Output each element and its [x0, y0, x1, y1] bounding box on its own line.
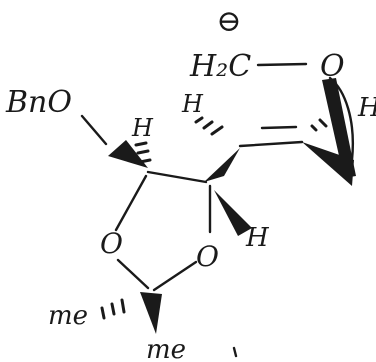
negative-charge-label: ⊖ [216, 4, 241, 39]
carbonyl-oxygen-label: O [320, 49, 345, 84]
ring-oxygen-left-label: O [100, 227, 123, 260]
oxygen-arc [328, 76, 354, 162]
middle-carbon-wedge [204, 148, 240, 182]
alkene-second-bond [260, 125, 298, 130]
right-hash-bond [310, 118, 328, 132]
oxygen-alkene-wedge [322, 78, 356, 178]
acetal-wedge [140, 292, 162, 334]
right-vinyl-wedge [302, 142, 354, 186]
h2c-label: H₂C [189, 49, 251, 84]
right-oxygen-acetal-bond [152, 260, 198, 292]
middle-hydrogen-label: H [181, 90, 204, 118]
left-hydrogen-label: H [131, 114, 154, 142]
methyl-bottom-label: me [146, 335, 186, 362]
left-hash-bond [134, 141, 152, 164]
vinyl-hydrogen-label: H [357, 93, 376, 123]
left-oxygen-acetal-bond [116, 258, 150, 290]
c1-c2-bond [146, 170, 208, 184]
methyl-left-label: me [48, 301, 88, 331]
ch2-oxygen-bond [256, 62, 308, 67]
bno-label: BnO [5, 85, 72, 120]
ring-oxygen-right-label: O [196, 240, 219, 273]
stray-mark [232, 346, 238, 358]
acetal-hash-bond [100, 298, 126, 320]
c1-oxygen-bond [114, 174, 148, 232]
left-carbon-wedge [108, 140, 148, 168]
alkene-bond [238, 140, 304, 148]
lower-hydrogen-wedge [214, 190, 252, 236]
middle-hash-bond [194, 116, 224, 136]
bno-bond [80, 114, 108, 146]
